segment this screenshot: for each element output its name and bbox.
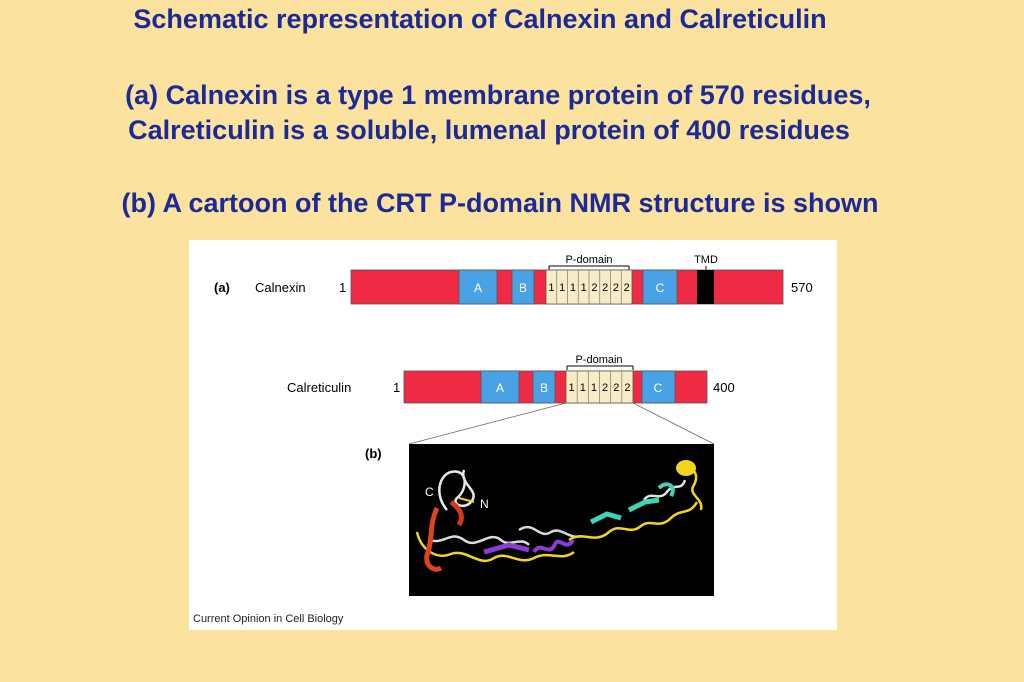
panel-b-label: (b): [365, 446, 382, 461]
n-terminus-label: N: [480, 497, 489, 511]
calnexin-p-domain-label: P-domain: [565, 254, 612, 266]
repeat-digit: 1: [580, 382, 586, 394]
calnexin-end: 570: [791, 280, 813, 295]
repeat-digit: 1: [581, 282, 587, 294]
calreticulin-p-domain-label: P-domain: [575, 354, 622, 366]
calreticulin-end: 400: [713, 380, 735, 395]
nmr-structure-cartoon: C N: [409, 444, 714, 596]
repeat-digit: 1: [569, 382, 575, 394]
repeat-digit: 2: [602, 382, 608, 394]
calnexin-name: Calnexin: [255, 280, 306, 295]
calnexin-segment-b: [511, 269, 535, 305]
calreticulin-segment-b-label: B: [540, 381, 548, 395]
calreticulin-segment-b: [532, 370, 556, 404]
calnexin-segment-a: [458, 269, 498, 305]
repeat-digit: 2: [624, 382, 630, 394]
slide-title: Schematic representation of Calnexin and…: [133, 4, 827, 34]
calreticulin-segment-c: [641, 370, 676, 404]
calreticulin-segment-c-label: C: [654, 381, 663, 395]
repeat-digit: 2: [602, 282, 608, 294]
calreticulin-segment-a-label: A: [496, 381, 504, 395]
calnexin-segment-a-label: A: [474, 281, 482, 295]
point-a-line-1: (a) Calnexin is a type 1 membrane protei…: [125, 80, 871, 110]
calreticulin-segment-a: [480, 370, 520, 404]
repeat-digit: 2: [613, 382, 619, 394]
repeat-digit: 1: [548, 282, 554, 294]
yellow-helix: [676, 460, 696, 476]
calreticulin-start: 1: [393, 380, 400, 395]
repeat-digit: 2: [591, 282, 597, 294]
repeat-digit: 1: [559, 282, 565, 294]
repeat-digit: 2: [613, 282, 619, 294]
zoom-line-left: [408, 402, 567, 445]
calnexin-segment-c: [642, 269, 678, 305]
tmd-label: TMD: [694, 254, 718, 266]
point-b: (b) A cartoon of the CRT P-domain NMR st…: [121, 188, 879, 218]
figure-credit: Current Opinion in Cell Biology: [193, 613, 344, 625]
calnexin-tmd: [697, 270, 714, 304]
calnexin-start: 1: [339, 280, 346, 295]
c-terminus-label: C: [425, 485, 434, 499]
calnexin-segment-b-label: B: [519, 281, 527, 295]
calnexin-segment-c-label: C: [656, 281, 665, 295]
point-a-line-2: Calreticulin is a soluble, lumenal prote…: [128, 115, 850, 145]
repeat-digit: 2: [624, 282, 630, 294]
zoom-line-right: [632, 402, 715, 445]
repeat-digit: 1: [570, 282, 576, 294]
calreticulin-name: Calreticulin: [287, 380, 351, 395]
panel-a-label: (a): [214, 280, 230, 295]
repeat-digit: 1: [591, 382, 597, 394]
